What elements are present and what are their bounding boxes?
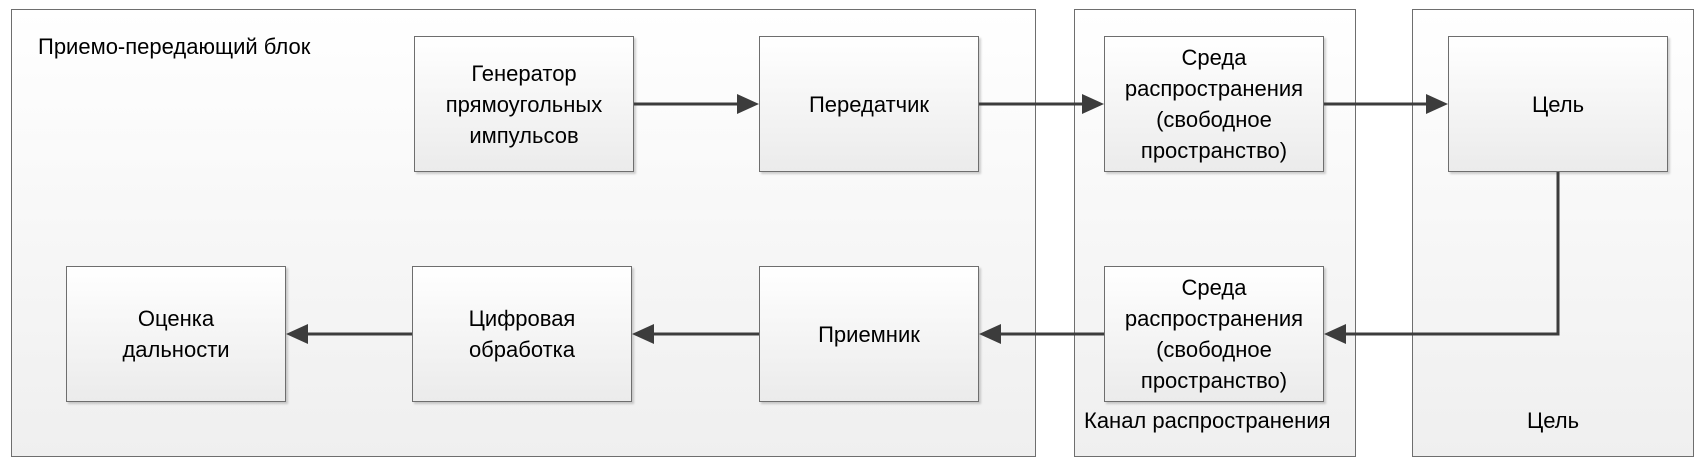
arrow-target-to-medium-return: [1341, 172, 1560, 336]
arrowhead-receiver-to-processing: [632, 324, 654, 344]
medium-return-block: Среда распространения (свободное простра…: [1104, 266, 1324, 402]
arrowhead-medium-return-to-receiver: [979, 324, 1001, 344]
receiver-label: Приемник: [818, 321, 920, 347]
digital-processing-label: Цифровая обработка: [468, 306, 576, 362]
transmitter-label: Передатчик: [808, 91, 930, 117]
target-container-title: Цель: [1526, 408, 1580, 433]
range-estimation-block: Оценка дальности: [66, 266, 286, 402]
generator-block: Генератор прямоугольных импульсов: [414, 36, 634, 172]
transceiver-container-title: Приемо-передающий блок: [38, 34, 311, 59]
arrowhead-generator-to-transmitter: [737, 94, 759, 114]
medium-return-label: Среда распространения (свободное простра…: [1124, 275, 1304, 393]
medium-forward-label: Среда распространения (свободное простра…: [1124, 45, 1304, 163]
medium-forward-block: Среда распространения (свободное простра…: [1104, 36, 1324, 172]
generator-label: Генератор прямоугольных импульсов: [445, 60, 603, 148]
arrowhead-medium-to-target: [1426, 94, 1448, 114]
channel-container-title: Канал распространения: [1084, 408, 1331, 433]
arrowhead-target-to-medium-return: [1324, 324, 1346, 344]
target-label: Цель: [1531, 91, 1585, 117]
range-estimation-label: Оценка дальности: [122, 306, 230, 362]
target-block: Цель: [1448, 36, 1668, 172]
transmitter-block: Передатчик: [759, 36, 979, 172]
receiver-block: Приемник: [759, 266, 979, 402]
arrowhead-processing-to-range: [286, 324, 308, 344]
arrowhead-transmitter-to-medium: [1082, 94, 1104, 114]
digital-processing-block: Цифровая обработка: [412, 266, 632, 402]
